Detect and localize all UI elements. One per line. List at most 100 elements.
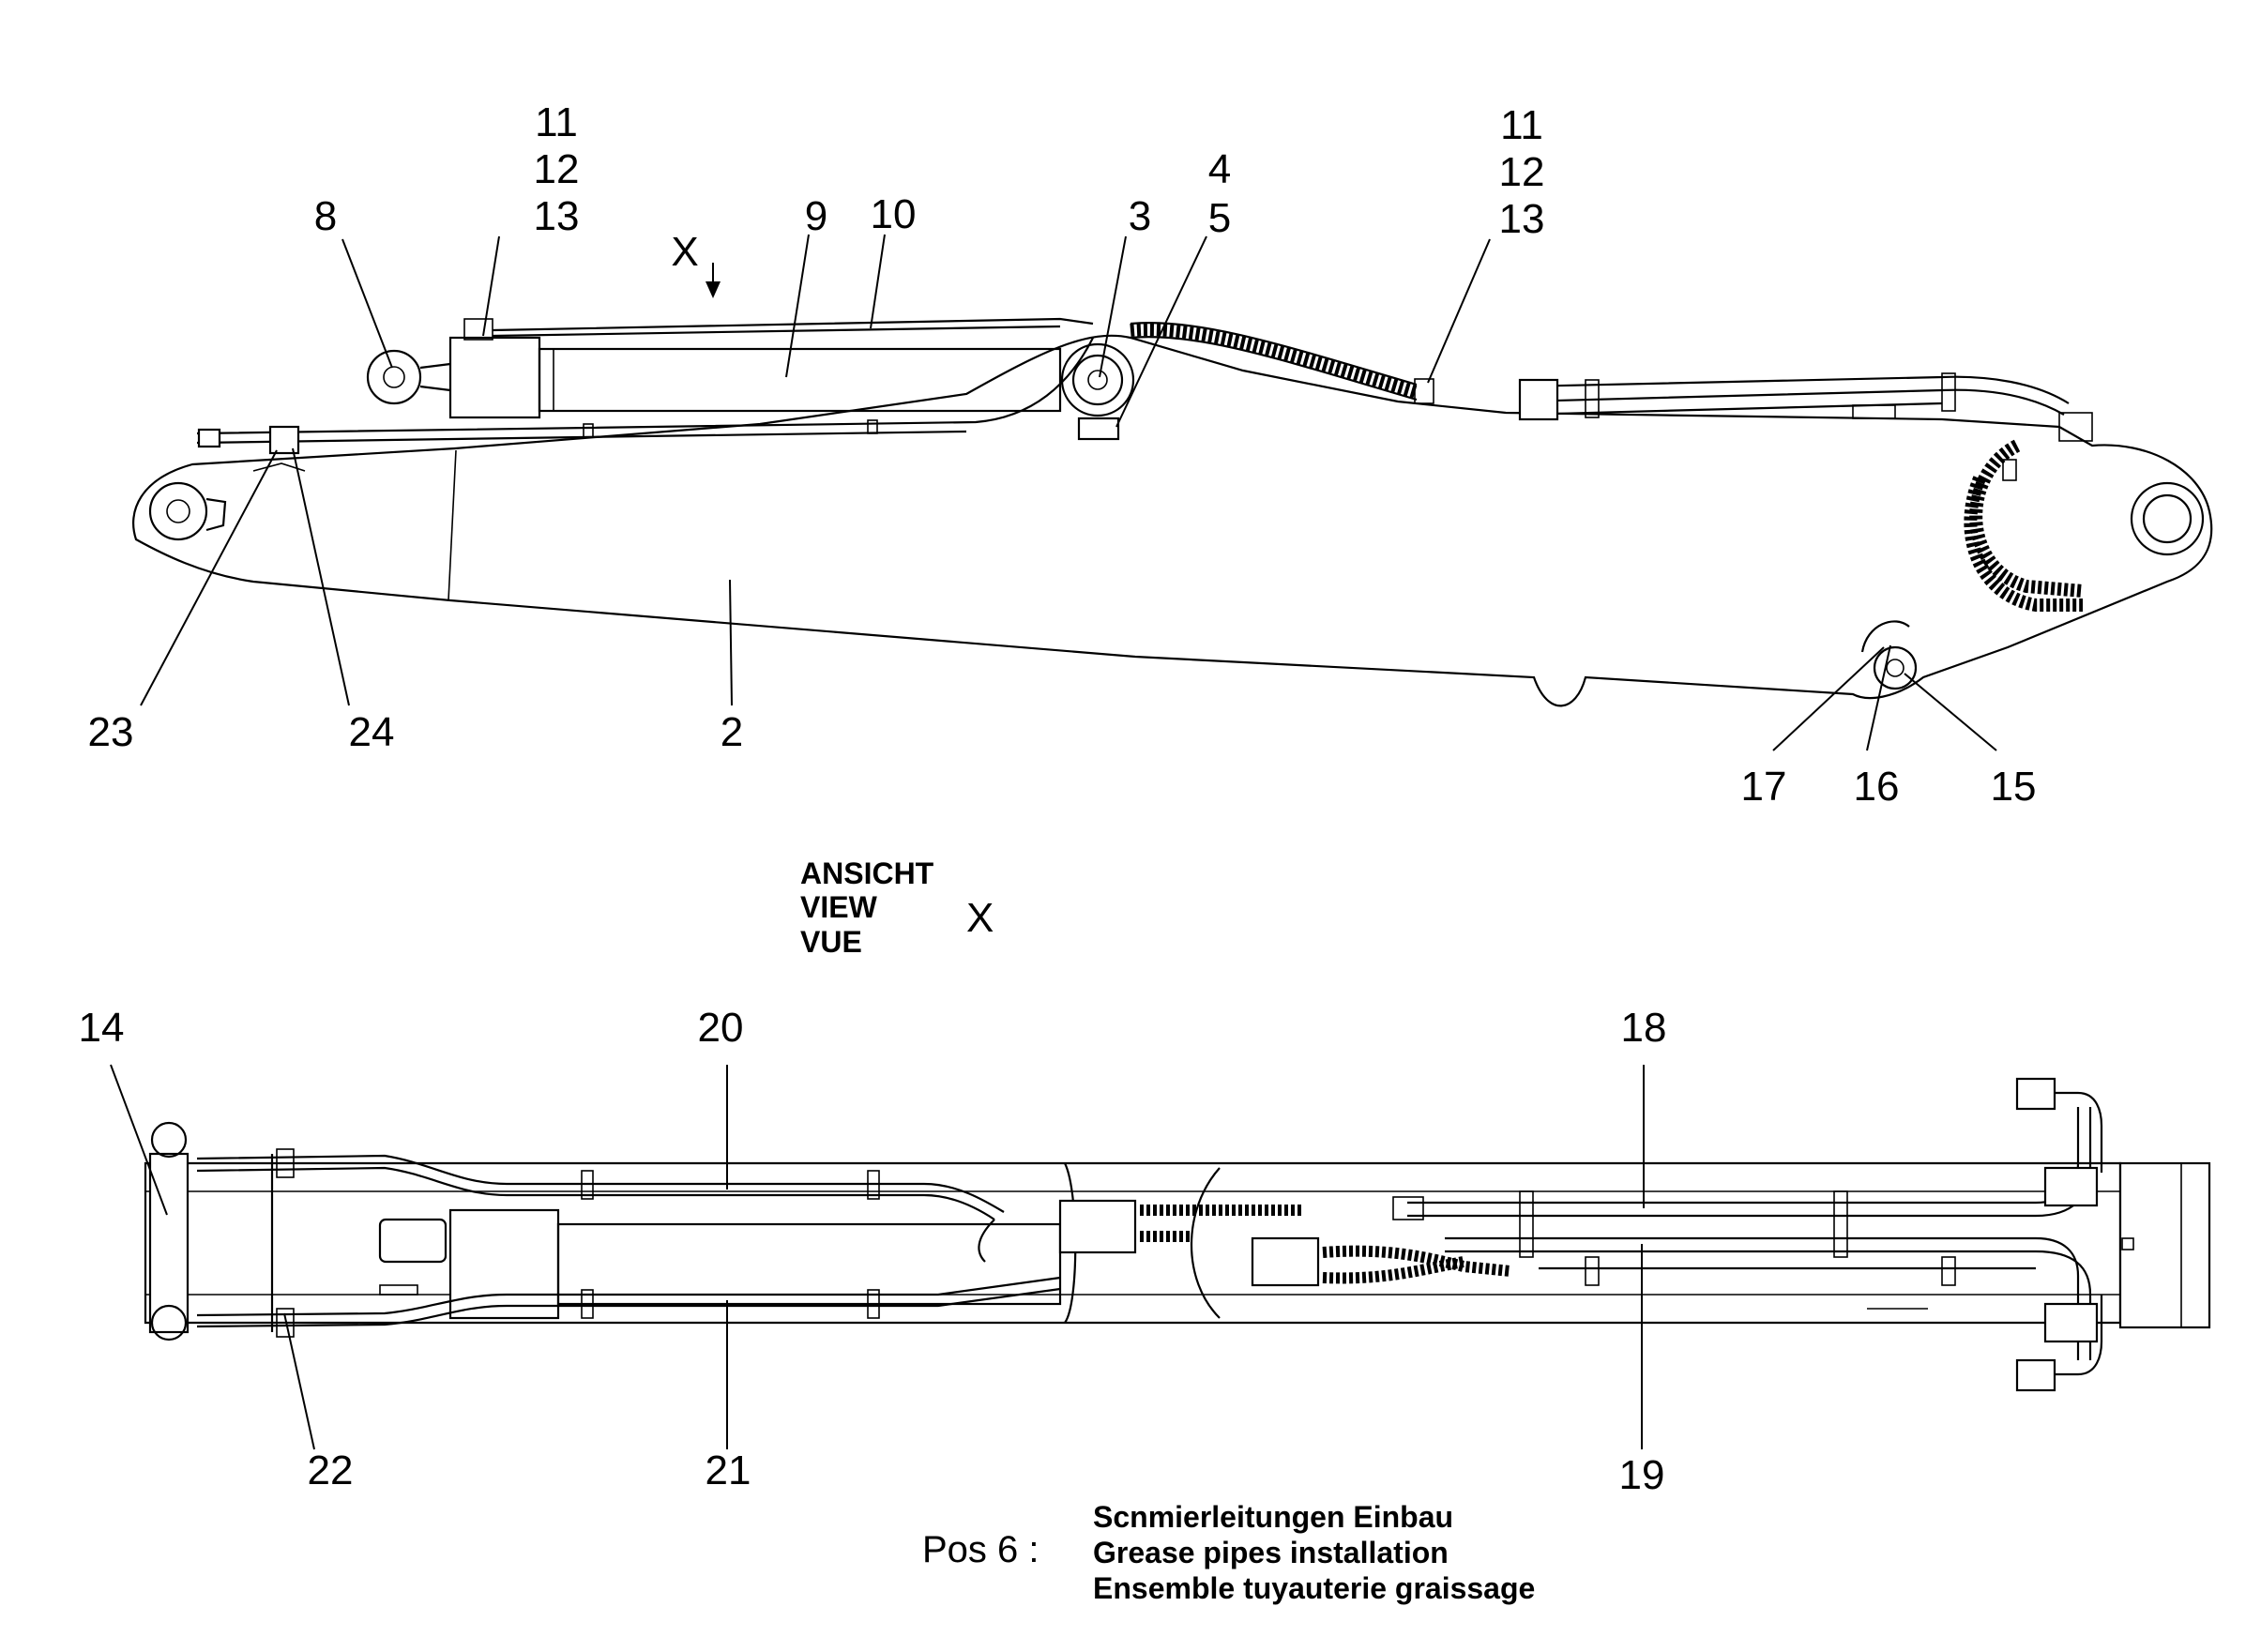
fitting-bottom-1 xyxy=(2043,1302,2099,1343)
lower-pin-inner xyxy=(1886,659,1904,677)
pivot-3-center xyxy=(1087,370,1108,390)
grease-pipe-10b xyxy=(492,325,1061,338)
right-fittings xyxy=(1518,378,1559,421)
hose-clip xyxy=(2002,459,2017,481)
fitting-bottom-2 xyxy=(2015,1358,2056,1392)
pipe-clip-2 xyxy=(867,419,878,434)
pipe-fitting xyxy=(197,428,221,448)
clamp-23 xyxy=(268,425,300,455)
leader-2 xyxy=(729,579,733,706)
callout-24: 24 xyxy=(349,709,395,755)
pipe-21 xyxy=(196,1276,1061,1317)
leader-14 xyxy=(110,1064,168,1216)
top-clamp-22b xyxy=(276,1308,295,1338)
leader-15 xyxy=(1904,673,1997,751)
pivot-3-ring xyxy=(1071,354,1124,406)
left-bolt-bottom xyxy=(150,1304,188,1341)
callout-20: 20 xyxy=(698,1005,744,1051)
pipe-18b xyxy=(1407,1107,2092,1218)
pivot-3 xyxy=(1060,342,1135,417)
pipe-18 xyxy=(1407,1107,2080,1205)
cylinder-head xyxy=(448,336,541,419)
callout-10: 10 xyxy=(871,191,917,237)
callout-19: 19 xyxy=(1619,1452,1665,1498)
right-bracket xyxy=(1852,404,1896,419)
right-pipe-1 xyxy=(1519,375,2070,404)
callout-12-left: 12 xyxy=(534,146,580,192)
boom-body xyxy=(132,334,2213,707)
pipe-21b xyxy=(196,1287,1061,1328)
top-cylinder-head xyxy=(448,1208,560,1320)
elbow-top xyxy=(2055,1091,2103,1173)
side-view: 11 12 13 8 X 9 10 3 4 5 11 12 13 23 24 2… xyxy=(88,99,2213,810)
leader-10 xyxy=(870,234,886,329)
leader-23 xyxy=(140,449,278,706)
fitting-top-1 xyxy=(2015,1077,2056,1111)
foot-pin-inner xyxy=(166,499,190,523)
caption-french: Ensemble tuyauterie graissage xyxy=(1093,1571,1535,1605)
head-hose-2 xyxy=(1964,476,2083,612)
lower-lug xyxy=(1860,620,1910,653)
top-clamp-4 xyxy=(867,1289,880,1319)
leader-13b xyxy=(1427,238,1491,384)
pipe-clip-1 xyxy=(583,423,594,438)
lower-pin xyxy=(1873,645,1918,690)
callout-11-right: 11 xyxy=(1500,102,1543,148)
center-fittings-2 xyxy=(1251,1236,1320,1287)
callout-12-right: 12 xyxy=(1499,149,1545,195)
top-braided-hose-3 xyxy=(1322,1245,1511,1277)
callout-9: 9 xyxy=(805,193,827,239)
view-label-view: VIEW xyxy=(800,890,878,924)
top-view: 14 20 18 22 21 19 xyxy=(79,1005,2211,1498)
callout-14: 14 xyxy=(79,1005,125,1051)
head-pin xyxy=(2130,481,2205,556)
callout-5: 5 xyxy=(1208,195,1231,241)
leader-8 xyxy=(341,238,393,369)
callout-11-left: 11 xyxy=(535,99,578,145)
callout-17: 17 xyxy=(1741,764,1787,810)
cylinder-eye-inner xyxy=(383,366,405,388)
pipe-19 xyxy=(1445,1236,2080,1360)
view-label: ANSICHT VIEW VUE X xyxy=(800,856,994,959)
center-bulkhead-right xyxy=(1190,1167,1221,1319)
top-clamp-2 xyxy=(867,1170,880,1200)
left-bolt-top xyxy=(150,1121,188,1159)
callout-3: 3 xyxy=(1129,193,1151,239)
cylinder-rod xyxy=(419,362,451,392)
center-fittings xyxy=(1058,1199,1137,1254)
grease-pipe-10 xyxy=(492,317,1094,332)
cylinder-eye xyxy=(366,349,422,405)
right-clamp-2 xyxy=(1941,372,1956,412)
caption: Pos 6 : Scnmierleitungen Einbau Grease p… xyxy=(922,1500,1535,1605)
leader-22 xyxy=(283,1312,315,1450)
view-label-letter: X xyxy=(966,895,994,941)
top-clamp-1 xyxy=(581,1170,594,1200)
top-clamp-3 xyxy=(581,1289,594,1319)
top-braided-hose-4 xyxy=(1322,1256,1465,1284)
leader-17 xyxy=(1772,646,1885,751)
cylinder-block xyxy=(463,318,493,341)
right-end-cap xyxy=(2180,1162,2210,1328)
callout-13-left: 13 xyxy=(534,193,580,239)
callout-2: 2 xyxy=(721,709,743,755)
block-foot xyxy=(379,1284,418,1296)
callout-x-arrow: X xyxy=(671,229,698,275)
callout-15: 15 xyxy=(1991,764,2037,810)
caption-german: Scnmierleitungen Einbau xyxy=(1093,1500,1453,1534)
callout-23: 23 xyxy=(88,709,134,755)
leader-9 xyxy=(785,234,810,378)
grease-pipe-lower xyxy=(196,337,1094,435)
head-hose-1 xyxy=(1969,439,2084,598)
foot-lug xyxy=(205,497,227,532)
callout-13-right: 13 xyxy=(1499,196,1545,242)
left-end-plate xyxy=(148,1152,190,1334)
view-label-ansicht: ANSICHT xyxy=(800,856,934,890)
leader-5 xyxy=(1115,235,1207,428)
elbow-bottom xyxy=(2055,1295,2103,1376)
top-clamp-22a xyxy=(276,1148,295,1178)
leader-24 xyxy=(292,447,350,706)
pipe-20 xyxy=(196,1154,1005,1213)
view-label-vue: VUE xyxy=(800,925,862,959)
callout-22: 22 xyxy=(308,1447,354,1493)
callout-8: 8 xyxy=(314,193,337,239)
